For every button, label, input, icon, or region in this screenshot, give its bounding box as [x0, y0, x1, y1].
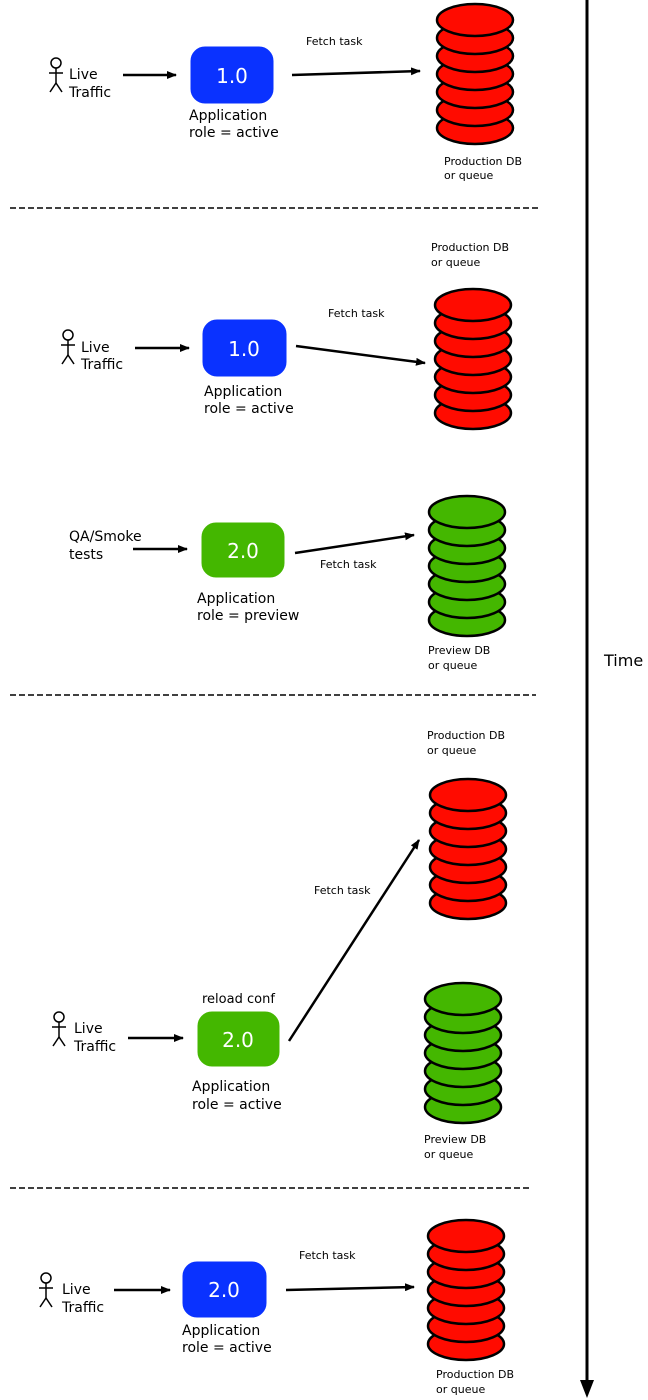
actor-icon — [52, 1011, 66, 1047]
traffic-source-label: Live — [69, 67, 98, 83]
actor-icon — [49, 57, 63, 93]
app-role-label: Application — [189, 108, 267, 124]
actor-icon — [39, 1272, 53, 1308]
db-disk — [426, 1218, 506, 1254]
app-role-label: Application — [197, 591, 275, 607]
app-box-v2: 2.0 — [182, 1261, 267, 1318]
time-axis-label: Time — [603, 651, 643, 670]
app-version: 1.0 — [216, 64, 248, 88]
fetch-arrow — [294, 532, 415, 555]
db-label: Production DB — [427, 729, 505, 742]
traffic-source-label: Traffic — [73, 1039, 116, 1055]
fetch-task-label: Fetch task — [306, 35, 363, 48]
db-label: or queue — [431, 256, 480, 269]
fetch-arrow — [291, 67, 421, 77]
stage-1-initial: Live Traffic 1.0 Application role = acti… — [49, 2, 522, 182]
reload-conf-note: reload conf — [202, 992, 275, 1007]
db-label: or queue — [427, 744, 476, 757]
traffic-source-label: tests — [69, 547, 103, 563]
db-label: Production DB — [444, 155, 522, 168]
fetch-arrow — [285, 1283, 415, 1292]
actor-icon — [61, 329, 75, 365]
traffic-source-label: Live — [74, 1021, 103, 1037]
fetch-task-label: Fetch task — [299, 1249, 356, 1262]
app-role-label: role = active — [182, 1340, 272, 1356]
db-label: or queue — [436, 1383, 485, 1396]
traffic-source-label: Traffic — [61, 1300, 104, 1316]
database-stack — [427, 494, 507, 638]
app-role-label: role = active — [204, 401, 294, 417]
database-stack — [433, 287, 513, 431]
fetch-task-label: Fetch task — [314, 884, 371, 897]
traffic-source-label: Live — [81, 340, 110, 356]
stage-2-parallel: Live Traffic 1.0 Application role = acti… — [61, 241, 513, 672]
db-label: or queue — [428, 659, 477, 672]
database-stack — [428, 777, 508, 921]
db-label: or queue — [424, 1148, 473, 1161]
traffic-source-label: Live — [62, 1282, 91, 1298]
app-box-v1: 1.0 — [202, 319, 287, 377]
db-disk — [433, 287, 513, 323]
app-box-v2: 2.0 — [197, 1011, 280, 1067]
app-role-label: Application — [182, 1323, 260, 1339]
app-role-label: role = preview — [197, 608, 299, 624]
database-stack — [426, 1218, 506, 1362]
db-label: Production DB — [436, 1368, 514, 1381]
stage-3-switch: Production DB or queue Fetch task Previe… — [52, 729, 508, 1161]
traffic-source-label: Traffic — [80, 357, 123, 373]
traffic-source-label: QA/Smoke — [69, 529, 142, 545]
stage-4-final: Live Traffic 2.0 Application role = acti… — [39, 1218, 514, 1396]
database-stack — [423, 981, 503, 1125]
fetch-arrow — [295, 344, 426, 366]
db-disk — [428, 777, 508, 813]
db-label: Preview DB — [428, 644, 490, 657]
app-version: 2.0 — [208, 1278, 240, 1302]
db-disk — [427, 494, 507, 530]
db-disk — [423, 981, 503, 1017]
app-version: 1.0 — [228, 337, 260, 361]
app-role-label: role = active — [192, 1097, 282, 1113]
app-version: 2.0 — [227, 539, 259, 563]
app-role-label: Application — [192, 1079, 270, 1095]
traffic-source-label: Traffic — [68, 85, 111, 101]
fetch-task-label: Fetch task — [328, 307, 385, 320]
database-stack — [435, 2, 515, 146]
app-version: 2.0 — [222, 1028, 254, 1052]
app-box-v1: 1.0 — [190, 46, 274, 104]
db-disk — [435, 2, 515, 38]
db-label: or queue — [444, 169, 493, 182]
fetch-task-label: Fetch task — [320, 558, 377, 571]
db-label: Production DB — [431, 241, 509, 254]
fetch-arrow — [287, 839, 421, 1042]
app-box-v2: 2.0 — [201, 522, 285, 578]
app-role-label: Application — [204, 384, 282, 400]
app-role-label: role = active — [189, 125, 279, 141]
db-label: Preview DB — [424, 1133, 486, 1146]
time-axis-arrowhead — [580, 1380, 594, 1398]
